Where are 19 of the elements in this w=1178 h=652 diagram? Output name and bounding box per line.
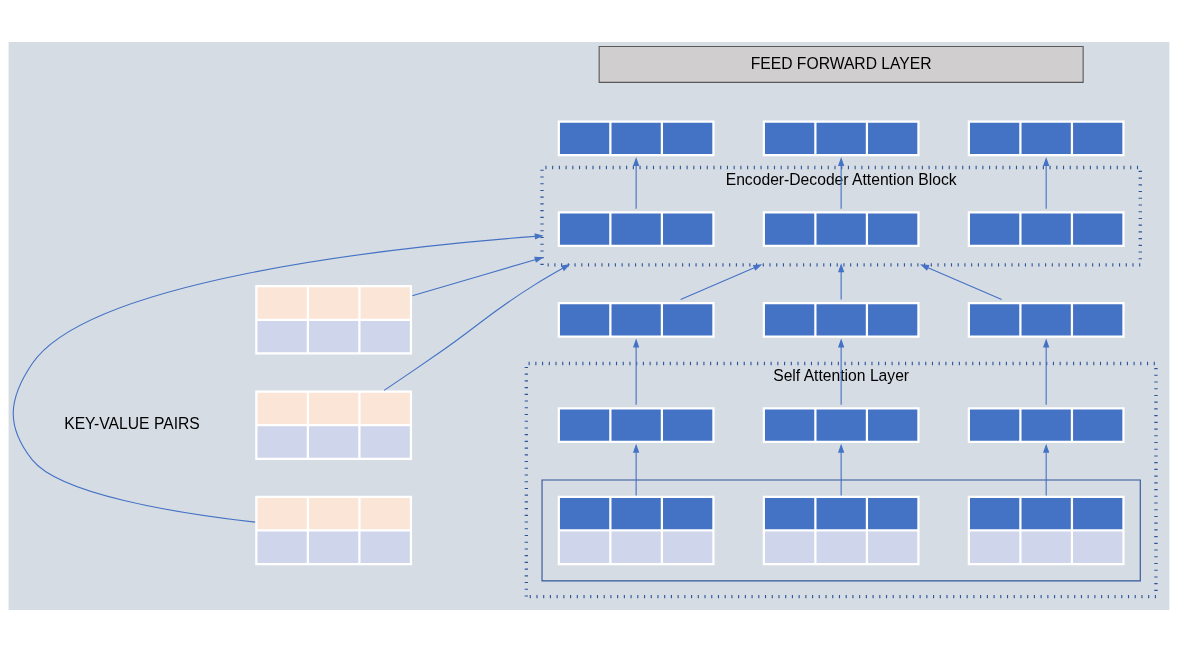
arrow — [633, 338, 640, 406]
arrow — [680, 264, 763, 301]
arrow — [1043, 156, 1050, 210]
arrow — [383, 264, 571, 391]
arrow — [1043, 338, 1050, 406]
arrow — [633, 443, 640, 497]
arrow — [838, 443, 845, 497]
cluster — [541, 479, 1141, 582]
label: KEY-VALUE PAIRS — [64, 415, 200, 433]
arrow — [838, 263, 845, 301]
cluster: Self Attention Layer — [524, 361, 1158, 599]
arrow — [920, 264, 1003, 301]
arrow — [411, 256, 544, 297]
arrow — [838, 338, 845, 406]
arrow — [1043, 443, 1050, 497]
arrow — [12, 233, 544, 523]
node-box: FEED FORWARD LAYER — [598, 45, 1084, 83]
arrow — [838, 156, 845, 210]
arrow — [633, 156, 640, 210]
